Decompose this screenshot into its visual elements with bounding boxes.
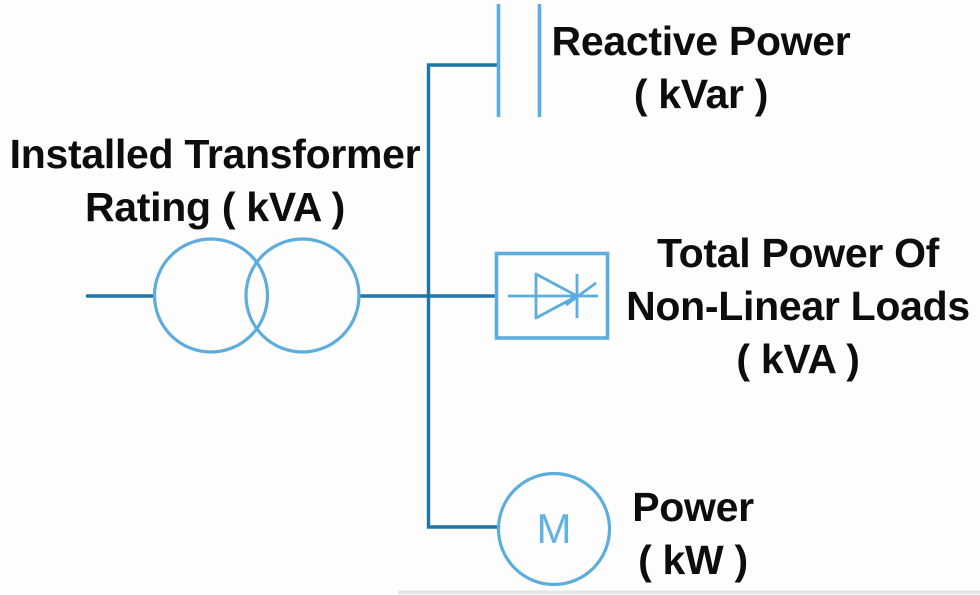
rectifier-icon — [494, 251, 610, 340]
motor-icon — [496, 471, 612, 587]
diode-slash — [565, 281, 597, 307]
transformer-primary-circle — [152, 237, 270, 354]
reactive-power-label-line2: ( kVar ) — [633, 71, 769, 117]
nonlinear-loads-label-line2: Non-Linear Loads — [626, 283, 970, 329]
motor-power-label-line2: ( kW ) — [638, 537, 748, 583]
nonlinear-loads-label-line1: Total Power Of — [656, 230, 940, 276]
rectifier-box — [494, 251, 610, 340]
transformer-secondary-circle — [244, 237, 361, 354]
nonlinear-loads-label: Total Power Of Non-Linear Loads ( kVA ) — [615, 227, 980, 386]
reactive-power-label-line1: Reactive Power — [551, 18, 851, 64]
transformer-rating-label-line2: Rating ( kVA ) — [84, 184, 346, 230]
distribution-bus-line — [426, 63, 499, 529]
motor-power-label-line1: Power — [632, 484, 754, 530]
capacitor-icon — [496, 4, 542, 117]
motor-power-label: Power ( kW ) — [592, 481, 794, 587]
transformer-rating-label: Installed Transformer Rating ( kVA ) — [0, 128, 430, 234]
transformer-icon — [152, 237, 361, 354]
bottom-edge-artifact — [398, 590, 980, 594]
nonlinear-loads-label-line3: ( kVA ) — [736, 336, 860, 382]
transformer-rating-label-line1: Installed Transformer — [9, 131, 421, 177]
diode-triangle — [534, 272, 579, 320]
reactive-power-label: Reactive Power ( kVar ) — [541, 15, 861, 121]
motor-letter: M — [536, 505, 572, 552]
